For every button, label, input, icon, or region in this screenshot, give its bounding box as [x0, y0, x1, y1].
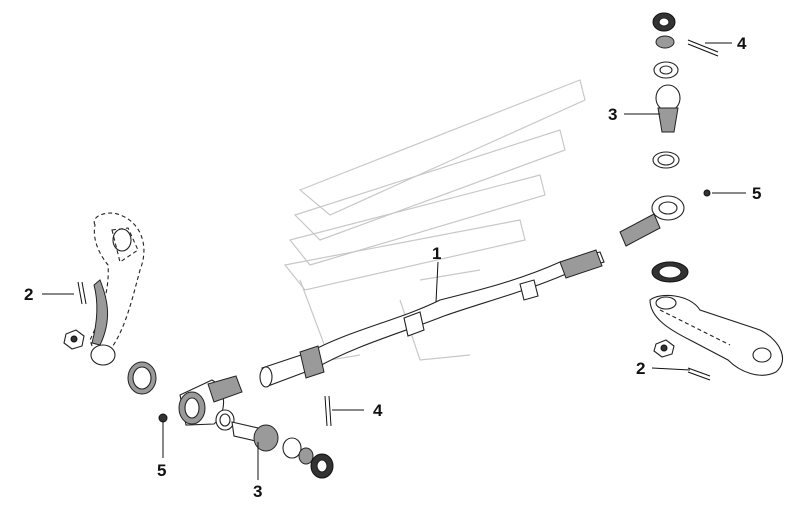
right-steering-arm	[649, 294, 783, 376]
right-washer	[655, 35, 675, 49]
left-cotter-pin-2	[77, 281, 87, 305]
callout-2-right: 2	[636, 359, 645, 378]
callout-4-middle: 4	[373, 401, 383, 420]
right-seal-ring	[653, 61, 679, 79]
callout-3-right: 3	[608, 105, 617, 124]
right-dust-cap	[652, 12, 676, 32]
callout-5-right: 5	[752, 184, 761, 203]
left-ball-stud	[231, 421, 279, 452]
tie-rod-tube	[259, 249, 605, 388]
callout-5-left: 5	[157, 461, 166, 480]
callout-4-top: 4	[737, 34, 747, 53]
left-steering-arm	[89, 212, 145, 366]
left-cotter-pin-4	[324, 395, 332, 427]
right-ball-stud	[655, 84, 681, 133]
callout-numbers: 1 2 2 3 3 4 4 5 5	[24, 34, 761, 501]
right-bushing	[651, 261, 689, 283]
left-grease-fitting	[158, 413, 168, 423]
right-cotter-pin-4	[687, 39, 719, 57]
left-bushing	[127, 361, 157, 395]
left-nut	[63, 329, 85, 350]
left-small-ring	[215, 409, 235, 431]
right-small-ring	[652, 151, 680, 169]
right-nut	[653, 339, 675, 358]
left-tie-rod-end	[178, 375, 243, 426]
left-seal-ring	[282, 437, 314, 465]
callout-2-left: 2	[24, 285, 33, 304]
callout-1: 1	[432, 244, 441, 263]
right-grease-fitting	[703, 189, 711, 197]
right-cotter-pin-2	[687, 367, 711, 381]
left-dust-cap	[310, 453, 334, 479]
callout-3-bottom: 3	[253, 482, 262, 501]
callout-leaders	[42, 42, 746, 480]
right-tie-rod-end	[619, 195, 685, 247]
